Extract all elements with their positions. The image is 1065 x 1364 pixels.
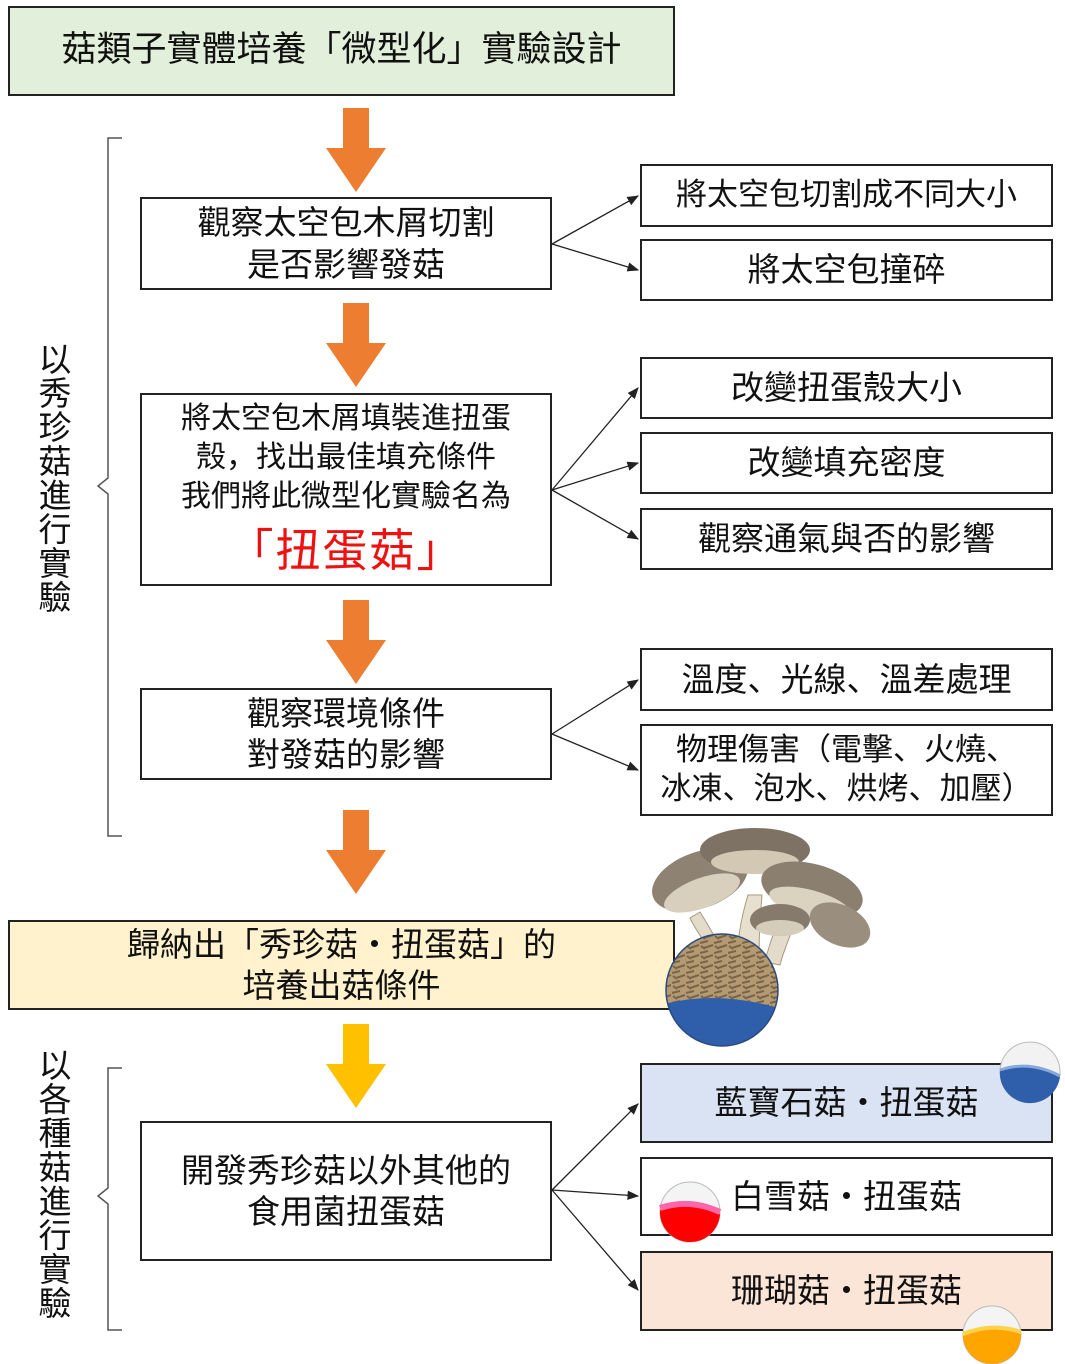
- branch-ventilation: 觀察通氣與否的影響: [640, 508, 1053, 570]
- connector-2a: [551, 387, 639, 491]
- connector-1a: [551, 195, 640, 245]
- connector-3b: [551, 733, 640, 771]
- connector-2c: [551, 489, 640, 540]
- connector-3a: [551, 679, 639, 735]
- summary-line1: 歸納出「秀珍菇・扭蛋菇」的: [127, 924, 556, 964]
- step-3-line1: 觀察環境條件: [247, 693, 445, 733]
- connector-1b: [551, 243, 640, 272]
- step-4-line2: 食用菌扭蛋菇: [247, 1192, 445, 1231]
- step-4-box: 開發秀珍菇以外其他的 食用菌扭蛋菇: [140, 1121, 552, 1261]
- branch-physical-damage-line2: 冰凍、泡水、烘烤、加壓）: [660, 771, 1033, 807]
- brace-bottom: [96, 1067, 122, 1331]
- orange-capsule-icon: [962, 1305, 1022, 1364]
- branch-white-snow-mushroom: 白雪菇・扭蛋菇: [640, 1157, 1053, 1236]
- branch-physical-damage: 物理傷害（電擊、火燒、 冰凍、泡水、烘烤、加壓）: [640, 724, 1053, 816]
- branch-crush: 將太空包撞碎: [640, 239, 1053, 301]
- branch-fill-density: 改變填充密度: [640, 432, 1053, 494]
- arrow-down-4: [326, 810, 386, 894]
- mushroom-cluster-image: [652, 828, 871, 969]
- red-capsule-icon: [659, 1181, 722, 1243]
- arrow-down-1: [326, 108, 386, 192]
- blue-capsule-icon: [999, 1041, 1061, 1104]
- summary-box: 歸納出「秀珍菇・扭蛋菇」的 培養出菇條件: [8, 920, 675, 1010]
- arrow-down-5: [326, 1024, 386, 1108]
- step-1-line2: 是否影響發菇: [247, 244, 445, 284]
- arrow-down-2: [326, 303, 386, 387]
- branch-temperature-light: 溫度、光線、溫差處理: [640, 648, 1053, 711]
- step-3-box: 觀察環境條件 對發菇的影響: [140, 688, 552, 780]
- diagram-title: 菇類子實體培養「微型化」實驗設計: [8, 6, 675, 96]
- step-2-line2: 殼，找出最佳填充條件: [196, 439, 496, 475]
- step-3-line2: 對發菇的影響: [247, 735, 445, 774]
- branch-physical-damage-line1: 物理傷害（電擊、火燒、: [676, 732, 1017, 769]
- branch-capsule-size: 改變扭蛋殼大小: [640, 357, 1053, 419]
- connector-4c: [551, 1189, 639, 1291]
- step-1-box: 觀察太空包木屑切割 是否影響發菇: [140, 197, 552, 290]
- brace-top: [96, 137, 122, 837]
- label-oyster-experiment: 以秀珍菇進行實驗: [33, 342, 72, 614]
- label-various-experiment: 以各種菇進行實驗: [33, 1048, 72, 1320]
- step-2-line1: 將太空包木屑填裝進扭蛋: [181, 400, 511, 436]
- connector-4b: [551, 1189, 640, 1200]
- step-4-line1: 開發秀珍菇以外其他的: [181, 1150, 511, 1190]
- step-1-line1: 觀察太空包木屑切割: [197, 203, 495, 243]
- connector-4a: [551, 1103, 639, 1191]
- step-2-box: 將太空包木屑填裝進扭蛋 殼，找出最佳填充條件 我們將此微型化實驗名為 「扭蛋菇」: [140, 393, 552, 586]
- branch-cut-sizes: 將太空包切割成不同大小: [640, 164, 1053, 227]
- step-2-highlight: 「扭蛋菇」: [228, 523, 464, 577]
- connector-2b: [551, 461, 640, 491]
- arrow-down-3: [326, 600, 386, 684]
- summary-line2: 培養出菇條件: [242, 966, 441, 1005]
- branch-sapphire-mushroom: 藍寶石菇・扭蛋菇: [640, 1063, 1053, 1143]
- step-2-line3: 我們將此微型化實驗名為: [181, 478, 511, 514]
